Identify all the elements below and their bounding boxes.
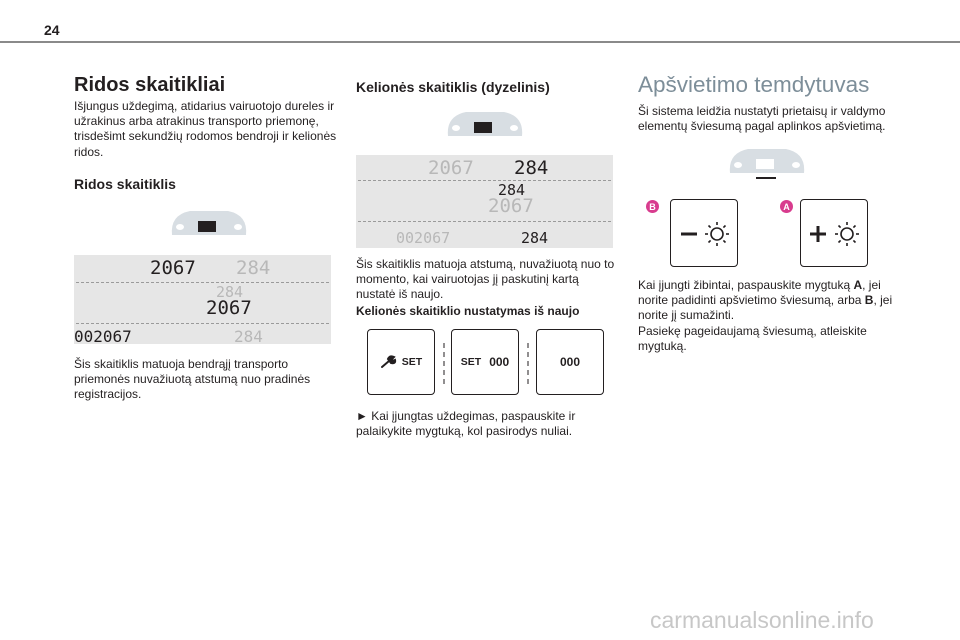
subsection-title: Ridos skaitiklis: [74, 176, 176, 192]
instrument-cluster-icon: [171, 211, 247, 235]
section-title: Apšvietimo temdytuvas: [638, 72, 870, 97]
display-row1-trip: 284: [236, 257, 271, 279]
instrument-cluster-icon: [729, 149, 805, 179]
body-text: Kai įjungti žibintai, paspauskite mygtuk…: [638, 278, 900, 354]
key-b: B: [864, 293, 874, 308]
body-part: , jei norite jį sumažinti.: [638, 293, 893, 323]
dashed-separator: [443, 343, 445, 385]
badge-a: A: [780, 200, 793, 213]
body-part: , jei norite padidinti apšvietimo šviesu…: [638, 278, 881, 308]
odometer-display: 2067 284 284 2067 002067 284: [74, 255, 331, 346]
body-part: Pasiekę pageidaujamą šviesumą, atleiskit…: [638, 323, 867, 353]
display-row3-total: 002067: [396, 229, 451, 247]
intro-text: Išjungus uždegimą, atidarius vairuotojo …: [74, 99, 337, 159]
display-row1-trip: 284: [514, 157, 549, 179]
section-title: Ridos skaitikliai: [74, 74, 226, 96]
top-rule: [0, 41, 960, 43]
dimmer-increase-button[interactable]: [800, 199, 868, 267]
dashed-divider: [358, 180, 611, 181]
plus-brightness-icon: [810, 222, 859, 246]
display-row1-total: 2067: [150, 257, 196, 279]
zeros-label: 000: [559, 355, 581, 369]
display-row2-trip: 284: [216, 283, 244, 301]
wrench-icon: [380, 355, 396, 368]
trip-display: 2067 284 284 2067 002067 284: [356, 155, 613, 248]
key-a: A: [853, 278, 863, 292]
reset-button-set-zeros[interactable]: SET 000: [451, 329, 519, 395]
page-number: 24: [44, 22, 60, 38]
display-row2-total: 2067: [488, 195, 534, 217]
footer-watermark: carmanualsonline.info: [650, 607, 874, 633]
intro-text: Ši sistema leidžia nustatyti prietaisų i…: [638, 104, 886, 134]
badge-b: B: [646, 200, 659, 213]
instrument-cluster-icon: [447, 112, 523, 136]
reset-button-zeros[interactable]: 000: [536, 329, 604, 395]
display-row2-total: 2067: [206, 297, 252, 319]
display-row3-trip: 284: [234, 327, 263, 346]
body-text: Šis skaitiklis matuoja bendrąjį transpor…: [74, 357, 311, 402]
dashed-separator: [527, 343, 529, 385]
section-title: Kelionės skaitiklis (dyzelinis): [356, 79, 550, 95]
dashed-divider: [76, 282, 329, 283]
instruction-text: ► Kai įjungtas uždegimas, paspauskite ir…: [356, 409, 576, 439]
zeros-label: 000: [489, 355, 510, 369]
display-row1-total: 2067: [428, 157, 474, 179]
dimmer-decrease-button[interactable]: [670, 199, 738, 267]
set-label: SET: [401, 356, 423, 368]
set-label: SET: [460, 356, 482, 368]
body-part: Kai įjungti žibintai, paspauskite mygtuk…: [638, 278, 854, 292]
minus-brightness-icon: [681, 222, 729, 246]
display-row2-trip: 284: [498, 181, 526, 199]
body-text: Šis skaitiklis matuoja atstumą, nuvažiuo…: [356, 257, 615, 302]
display-row3-trip: 284: [521, 229, 549, 247]
dashed-divider: [76, 323, 329, 324]
display-row3-total: 002067: [74, 327, 132, 346]
dashed-divider: [358, 221, 611, 222]
reset-button-set[interactable]: SET: [367, 329, 435, 395]
reset-heading: Kelionės skaitiklio nustatymas iš naujo: [356, 304, 580, 318]
